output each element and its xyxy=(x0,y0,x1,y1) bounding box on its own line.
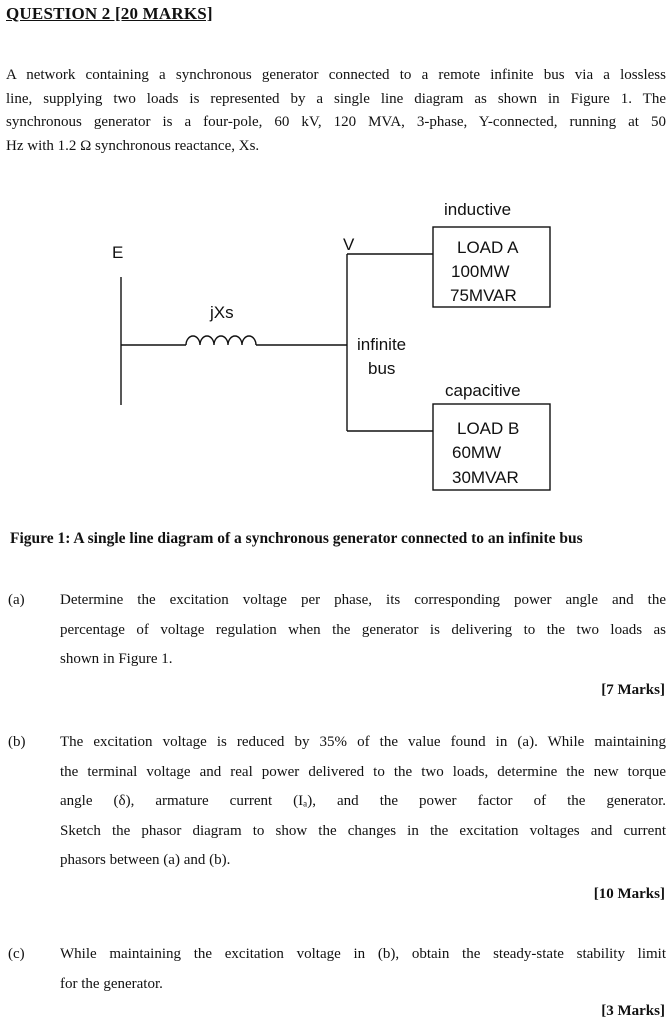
intro-line: A network containing a synchronous gener… xyxy=(6,67,666,83)
question-c-marks: [3 Marks] xyxy=(601,1003,665,1019)
v-label: V xyxy=(343,235,355,254)
load-b-name: LOAD B xyxy=(457,419,519,438)
question-c-label: (c) xyxy=(8,946,25,962)
load-a-reactive: 75MVAR xyxy=(450,286,517,305)
load-b-type: capacitive xyxy=(445,381,521,400)
intro-paragraph: A network containing a synchronous gener… xyxy=(6,64,666,158)
single-line-diagram: E V jXs infinite bus inductive LOAD A 10… xyxy=(112,200,551,491)
infinite-bus-label: infinite xyxy=(357,335,406,354)
question-b-line: angle (δ), armature current (Iₐ), and th… xyxy=(60,793,666,809)
question-a-line: Determine the excitation voltage per pha… xyxy=(60,592,666,608)
question-b-line: Sketch the phasor diagram to show the ch… xyxy=(60,822,666,839)
question-b-label: (b) xyxy=(8,734,26,750)
question-b-line: The excitation voltage is reduced by 35%… xyxy=(60,734,666,750)
infinite-bus-label-2: bus xyxy=(368,359,395,378)
question-c-text: While maintaining the excitation voltage… xyxy=(60,940,666,999)
intro-line: line, supplying two loads is represented… xyxy=(6,90,666,107)
question-b-line: phasors between (a) and (b). xyxy=(60,852,231,868)
load-b-box xyxy=(432,403,551,491)
e-label: E xyxy=(112,243,123,262)
load-a-name: LOAD A xyxy=(457,238,519,257)
intro-line: Hz with 1.2 Ω synchronous reactance, Xs. xyxy=(6,137,260,154)
question-a-marks: [7 Marks] xyxy=(601,682,665,698)
question-a-label: (a) xyxy=(8,592,25,608)
load-b-reactive: 30MVAR xyxy=(452,468,519,487)
load-a-type: inductive xyxy=(444,200,511,219)
load-b-power: 60MW xyxy=(452,443,501,462)
reactance-coil xyxy=(185,335,257,346)
question-b-line: the terminal voltage and real power deli… xyxy=(60,763,666,780)
question-a-line: percentage of voltage regulation when th… xyxy=(60,621,666,638)
load-a-power: 100MW xyxy=(451,262,510,281)
question-b-marks: [10 Marks] xyxy=(593,886,665,902)
question-heading: QUESTION 2 [20 MARKS] xyxy=(6,4,213,23)
intro-line: synchronous generator is a four-pole, 60… xyxy=(6,114,666,130)
jxs-label: jXs xyxy=(209,303,234,322)
load-a-box xyxy=(432,226,551,308)
question-a-text: Determine the excitation voltage per pha… xyxy=(60,586,666,675)
question-b-text: The excitation voltage is reduced by 35%… xyxy=(60,728,666,876)
question-c-line: While maintaining the excitation voltage… xyxy=(60,946,666,962)
question-a-line: shown in Figure 1. xyxy=(60,651,173,667)
question-c-line: for the generator. xyxy=(60,975,163,992)
figure-caption: Figure 1: A single line diagram of a syn… xyxy=(10,530,583,547)
